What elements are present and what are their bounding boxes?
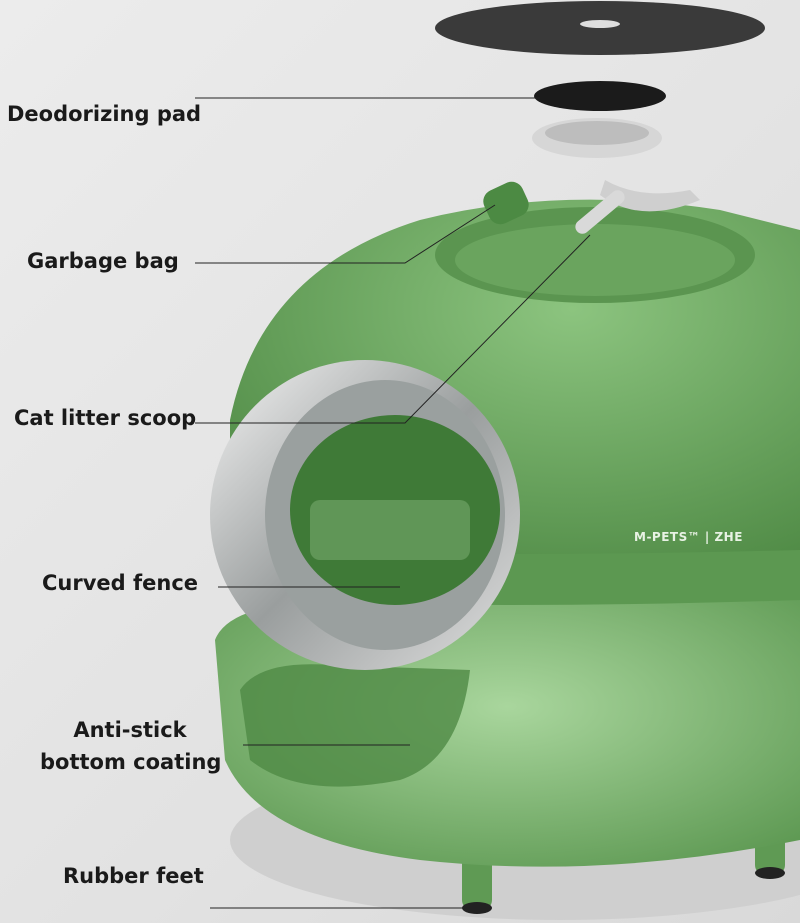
label-rubber-feet: Rubber feet: [63, 864, 204, 888]
label-garbage-bag: Garbage bag: [27, 249, 179, 273]
deodorizing-pad: [534, 81, 666, 111]
label-anti-stick-line2: bottom coating: [40, 750, 222, 774]
scoop: [600, 180, 700, 212]
curved-fence: [290, 415, 500, 605]
garbage-bag-roll: [483, 181, 529, 225]
label-anti-stick-coating: Anti-stick bottom coating: [40, 714, 222, 778]
label-cat-litter-scoop: Cat litter scoop: [14, 406, 197, 430]
leader-line: [195, 204, 496, 264]
leader-line: [195, 234, 591, 424]
label-anti-stick-line1: Anti-stick: [73, 718, 187, 742]
label-curved-fence: Curved fence: [42, 571, 199, 595]
label-deodorizing-pad: Deodorizing pad: [7, 102, 202, 126]
rubber-foot-tip: [462, 902, 492, 914]
brand-logo: M-PETS™ | ZHE: [634, 530, 743, 544]
